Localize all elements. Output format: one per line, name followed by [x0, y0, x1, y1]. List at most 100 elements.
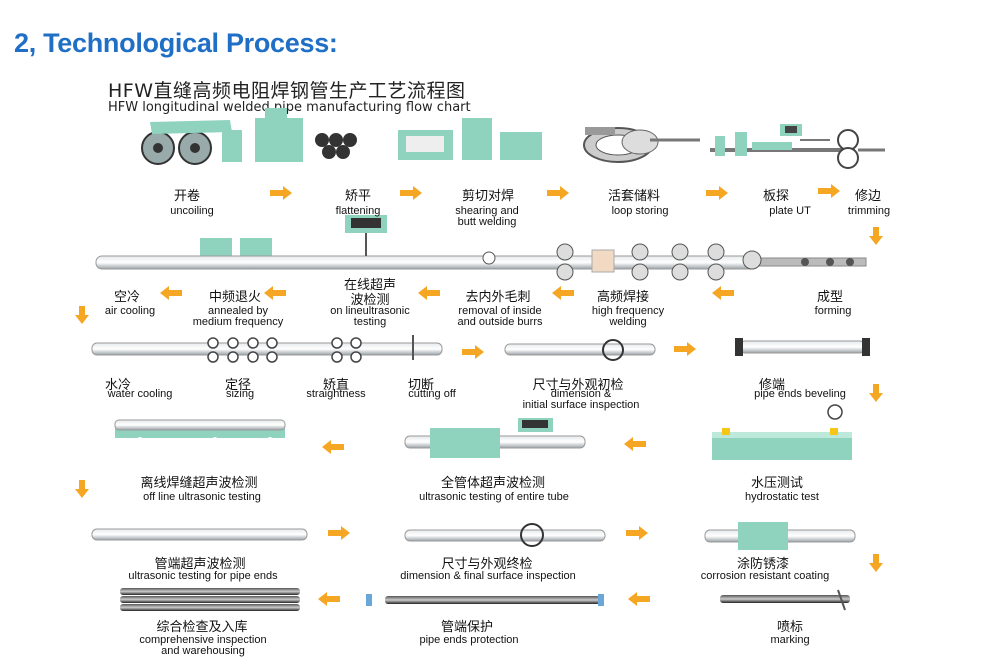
arrow-left — [418, 286, 440, 300]
plate-ut-machine — [710, 124, 850, 156]
step-label-en: dimension & initial surface inspection — [522, 388, 640, 411]
arrow-right — [328, 526, 350, 540]
arrow-left — [552, 286, 574, 300]
warehouse-pipes — [120, 588, 300, 611]
step-label-en: trimming — [847, 205, 891, 217]
arrow-left — [322, 440, 344, 454]
step-label-zh: 剪切对焊 — [461, 189, 515, 204]
arrow-left — [264, 286, 286, 300]
step-label-en: high frequency welding — [591, 305, 665, 328]
arrow-right — [626, 526, 648, 540]
step-label-zh: 空冷 — [113, 290, 141, 305]
step-label-zh: 去内外毛刺 — [465, 290, 531, 305]
step-label-zh: 水压测试 — [750, 476, 804, 491]
step-label-zh: 板探 — [762, 189, 790, 204]
step-label-en: corrosion resistant coating — [700, 570, 830, 582]
coating-station — [704, 522, 856, 550]
step-label-zh: 涂防锈漆 — [736, 557, 790, 572]
step-label-en: removal of inside and outside burrs — [457, 305, 543, 328]
step-label-zh: 水冷 — [104, 378, 132, 393]
step-label-zh: 切断 — [407, 378, 435, 393]
step-label-en: straightness — [306, 388, 366, 400]
arrow-left — [628, 592, 650, 606]
step-label-en: pipe ends beveling — [754, 388, 846, 400]
arrow-right — [547, 186, 569, 200]
hydrostatic-tester — [712, 404, 852, 460]
page-heading: 2, Technological Process: — [14, 28, 338, 58]
step-label-en: loop storing — [611, 205, 669, 217]
step-label-zh: 综合检查及入库 — [156, 620, 248, 635]
step-label-zh: 成型 — [816, 290, 844, 305]
chart-title-zh: HFW直缝高频电阻焊钢管生产工艺流程图 — [108, 80, 466, 102]
step-label-zh: 管端保护 — [440, 620, 494, 635]
step-label-zh: 管端超声波检测 — [154, 557, 246, 572]
end-protection-pipe — [366, 594, 604, 606]
trimming-machine — [837, 129, 885, 169]
shear-welder-machine — [398, 118, 542, 160]
step-label-zh: 活套储料 — [607, 189, 661, 204]
step-label-en: forming — [814, 305, 852, 317]
step-label-en: flattening — [335, 205, 381, 217]
step-label-zh: 开卷 — [173, 189, 201, 204]
offline-ut-station — [114, 419, 286, 443]
arrow-right — [400, 186, 422, 200]
step-label-en: marking — [770, 634, 810, 646]
step-label-en: comprehensive inspection and warehousing — [139, 634, 267, 657]
step-label-zh: 在线超声 波检测 — [343, 278, 397, 308]
arrow-left — [712, 286, 734, 300]
arrow-left — [160, 286, 182, 300]
step-label-en: pipe ends protection — [419, 634, 519, 646]
arrow-left — [624, 437, 646, 451]
step-label-zh: 喷标 — [776, 620, 804, 635]
arrow-right — [706, 186, 728, 200]
initial-inspection-pipe — [504, 339, 656, 361]
step-label-zh: 高频焊接 — [596, 290, 650, 305]
beveled-pipe — [735, 338, 870, 356]
marking-station — [720, 589, 850, 611]
step-label-zh: 修边 — [854, 189, 882, 204]
loop-accumulator — [583, 127, 700, 163]
arrow-down — [869, 554, 883, 572]
step-label-en: uncoiling — [170, 205, 214, 217]
step-label-zh: 中频退火 — [208, 290, 262, 305]
arrow-left — [318, 592, 340, 606]
step-label-en: sizing — [225, 388, 255, 400]
step-label-en: dimension & final surface inspection — [400, 570, 576, 582]
arrow-down — [75, 480, 89, 498]
arrow-right — [462, 345, 484, 359]
arrow-right — [270, 186, 292, 200]
step-label-zh: 尺寸与外观初检 — [532, 378, 624, 393]
chart-title-en: HFW longitudinal welded pipe manufacturi… — [108, 100, 471, 115]
arrow-down — [869, 227, 883, 245]
step-label-en: water cooling — [107, 388, 173, 400]
step-label-zh: 定径 — [224, 378, 252, 393]
step-label-zh: 修端 — [758, 378, 786, 393]
final-inspection-pipe — [404, 523, 606, 547]
step-label-en: cutting off — [408, 388, 456, 400]
step-label-en: shearing and butt welding — [455, 205, 519, 228]
forming-welding-line — [95, 215, 867, 281]
full-body-ut-station — [404, 418, 586, 458]
step-label-zh: 矫直 — [322, 378, 350, 393]
step-label-en: annealed by medium frequency — [192, 305, 284, 328]
step-label-en: ultrasonic testing for pipe ends — [128, 570, 278, 582]
flattener-machine — [255, 108, 357, 162]
arrow-right — [818, 184, 840, 198]
step-label-en: on lineultrasonic testing — [330, 305, 410, 328]
step-label-en: hydrostatic test — [745, 491, 819, 503]
step-label-zh: 离线焊缝超声波检测 — [140, 476, 258, 491]
uncoiler-machine — [141, 120, 242, 165]
step-label-zh: 矫平 — [344, 189, 372, 204]
step-label-en: off line ultrasonic testing — [143, 491, 261, 503]
step-label-en: plate UT — [769, 205, 811, 217]
step-label-en: air cooling — [104, 305, 156, 317]
pipe-end-ut — [91, 528, 308, 541]
step-label-zh: 全管体超声波检测 — [440, 476, 546, 491]
arrow-down — [75, 306, 89, 324]
arrow-down — [869, 384, 883, 402]
cooling-sizing-line — [91, 335, 443, 363]
step-label-en: ultrasonic testing of entire tube — [419, 491, 569, 503]
step-label-zh: 尺寸与外观终检 — [441, 557, 533, 572]
arrow-right — [674, 342, 696, 356]
